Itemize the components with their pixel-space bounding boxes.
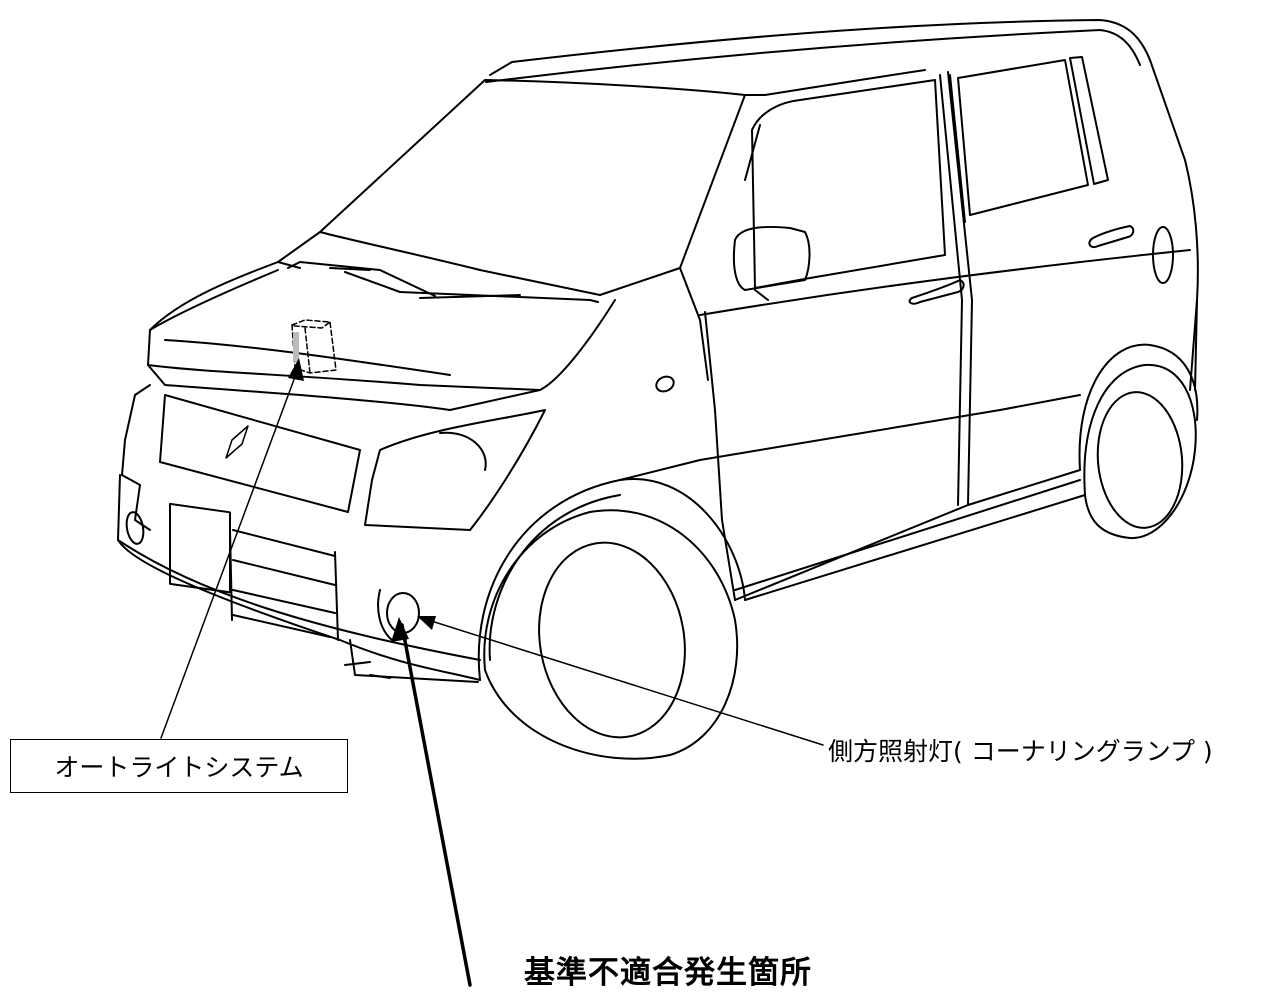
rear-door-handle <box>1088 225 1135 248</box>
front-wheel-arch <box>477 478 746 681</box>
side-mirror <box>732 225 811 291</box>
front-door-handle <box>908 279 965 305</box>
cornering-lamp-label: 側方照射灯( コーナリングランプ ) <box>828 737 1213 766</box>
nonconformity-location-label: 基準不適合発生箇所 <box>524 955 812 991</box>
front-window <box>751 79 946 289</box>
front-bumper <box>117 474 481 681</box>
leader-auto-light <box>160 358 304 739</box>
windshield <box>319 79 746 296</box>
grille <box>159 394 361 513</box>
leader-nonconformity <box>391 617 472 987</box>
fuel-lid <box>1152 226 1174 284</box>
rear-wheel <box>1083 363 1197 540</box>
headlight <box>364 409 546 531</box>
cornering-lamp-housing <box>377 589 393 641</box>
auto-light-system-label: オートライトシステム <box>10 739 348 793</box>
car-illustration <box>117 19 1199 760</box>
front-wheel <box>483 509 739 760</box>
rear-wheel-arch <box>1078 343 1199 471</box>
car-roof <box>489 19 1199 391</box>
leader-cornering-lamp <box>417 616 824 746</box>
suzuki-logo <box>225 425 249 459</box>
wiper-blades <box>287 261 599 303</box>
hood <box>147 261 616 411</box>
rear-window <box>957 59 1089 216</box>
